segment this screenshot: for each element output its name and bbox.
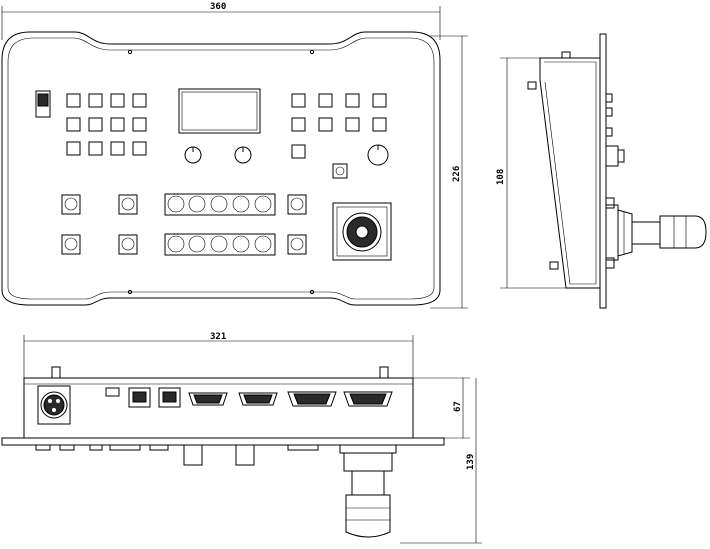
right-button-grid — [291, 93, 387, 179]
front-width-dimension: 360 — [1, 2, 441, 40]
left-button-grid — [66, 93, 147, 156]
total-depth-label: 139 — [466, 454, 476, 470]
lcd-display — [178, 88, 261, 134]
bottom-components — [35, 444, 319, 466]
screw — [309, 49, 315, 55]
panel-inner-outline — [7, 37, 435, 300]
preset-button-rows — [164, 193, 276, 256]
large-buttons — [61, 194, 307, 255]
rear-height-label: 67 — [453, 401, 463, 412]
total-depth-dimension: 139 — [400, 378, 482, 544]
front-view: 360 226 — [1, 2, 468, 309]
front-height-dimension: 226 — [430, 35, 468, 309]
front-width-label: 360 — [210, 2, 226, 12]
screw — [127, 49, 133, 55]
usb-port — [105, 387, 120, 397]
rear-width-dimension: 321 — [23, 332, 414, 378]
power-switch — [35, 90, 51, 118]
rear-width-label: 321 — [210, 332, 226, 342]
panel-outline — [1, 31, 441, 306]
rj45-ports — [128, 387, 181, 408]
joystick-bottom — [339, 444, 397, 538]
side-height-dimension: 108 — [496, 57, 600, 289]
xlr-connector — [37, 385, 71, 425]
screw — [309, 289, 315, 295]
rotary-knobs — [184, 144, 389, 166]
screw — [127, 289, 133, 295]
rear-view: 321 — [1, 332, 482, 544]
db15-ports — [287, 391, 393, 407]
front-height-label: 226 — [452, 166, 462, 182]
rear-height-dimension: 67 — [413, 377, 470, 439]
joystick-side — [605, 204, 707, 261]
db9-ports — [188, 392, 278, 406]
joystick — [332, 202, 392, 261]
side-height-label: 108 — [496, 169, 506, 185]
side-view: 108 — [496, 33, 707, 309]
